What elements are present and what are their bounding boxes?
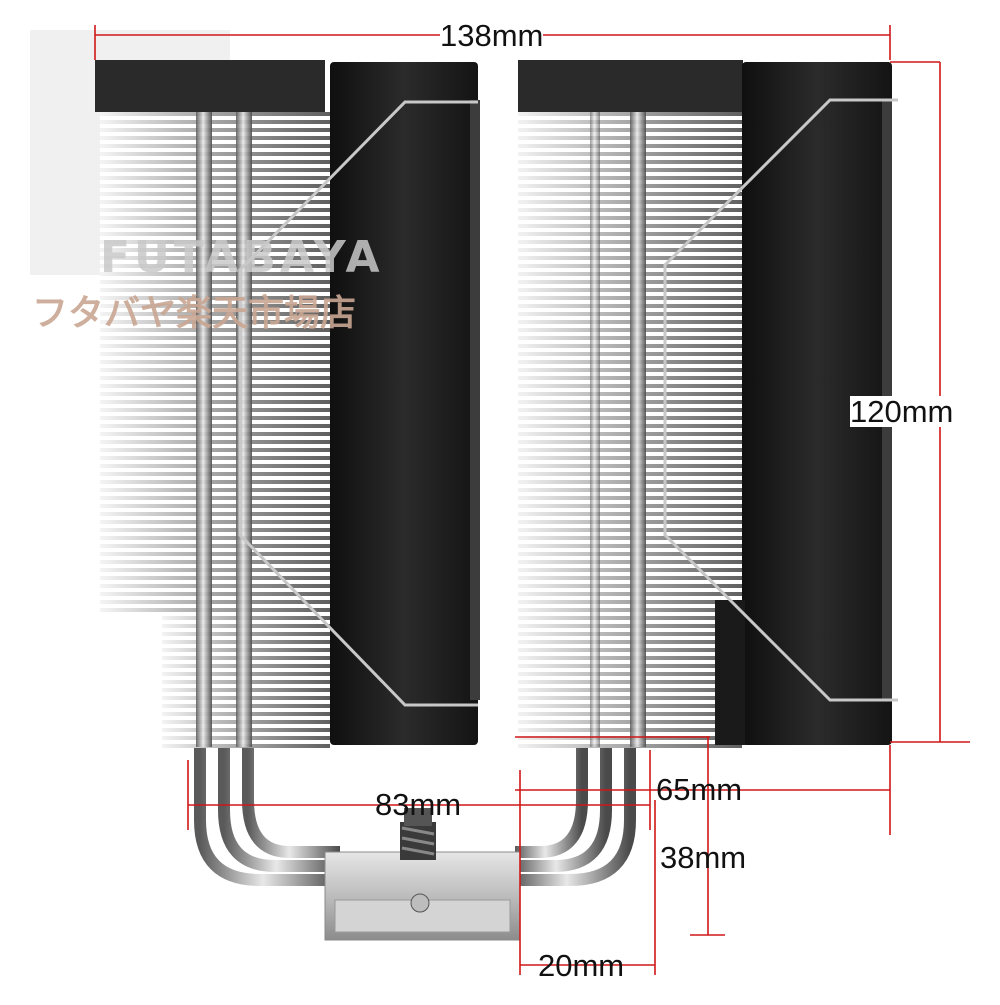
- heatsink-fin: [100, 600, 330, 604]
- cpu-base: [324, 808, 521, 941]
- heatsink-fin: [100, 112, 330, 116]
- heatsink-fin: [100, 336, 330, 340]
- heatsink-fin: [100, 136, 330, 140]
- left-fan-edge: [470, 100, 480, 700]
- heatsink-fin: [100, 560, 330, 564]
- heatsink-fin: [100, 208, 330, 212]
- heatsink-fin: [100, 224, 330, 228]
- heatsink-fin: [100, 360, 330, 364]
- heatsink-fin: [100, 440, 330, 444]
- heatsink-fin: [100, 256, 330, 260]
- heatsink-fin: [100, 408, 330, 412]
- dim-label-offset: 65mm: [656, 772, 743, 807]
- heatsink-fin: [100, 304, 330, 308]
- heatsink-fin: [100, 312, 330, 316]
- heatsink-fin: [100, 240, 330, 244]
- left-heatsink-fins: [100, 112, 330, 748]
- heatsink-fin: [100, 160, 330, 164]
- heatsink-fin: [100, 176, 330, 180]
- heatsink-fin: [100, 288, 330, 292]
- heatsink-fin: [100, 184, 330, 188]
- heatsink-fin: [100, 216, 330, 220]
- heatsink-fin: [100, 576, 330, 580]
- heatsink-fin: [100, 472, 330, 476]
- heatsink-fin: [100, 512, 330, 516]
- heatsink-fin: [100, 352, 330, 356]
- heatsink-fin: [100, 128, 330, 132]
- heatsink-fin: [100, 152, 330, 156]
- left-fan: [330, 62, 478, 745]
- left-fan-clip: [238, 100, 478, 707]
- heatsink-fin: [100, 248, 330, 252]
- dim-label-spacing: 83mm: [375, 787, 462, 822]
- heatsink-fin: [100, 272, 330, 276]
- heatsink-fin: [100, 144, 330, 148]
- heatsink-fin: [100, 392, 330, 396]
- left-pipe-column: [236, 112, 252, 747]
- dim-label-base-height: 38mm: [660, 840, 747, 875]
- heatsink-fin: [100, 368, 330, 372]
- right-pipe-column: [630, 112, 646, 747]
- heatsink-fin: [100, 448, 330, 452]
- heatsink-fin: [100, 416, 330, 420]
- heatsink-fin: [100, 296, 330, 300]
- right-fan-clip: [663, 98, 898, 702]
- watermark-block: [30, 30, 100, 275]
- right-pipe-column: [590, 112, 600, 747]
- right-top-cap: [518, 60, 743, 112]
- heatsink-fin: [100, 168, 330, 172]
- heatsink-fin: [100, 232, 330, 236]
- heatsink-fin: [100, 384, 330, 388]
- heatsink-fin: [100, 544, 330, 548]
- watermark-latin: FUTABAYA: [100, 232, 384, 283]
- heatsink-fin: [100, 264, 330, 268]
- heatsink-fin: [100, 120, 330, 124]
- heatsink-fin: [100, 432, 330, 436]
- heatsink-fin: [100, 320, 330, 324]
- heatsink-fin: [100, 520, 330, 524]
- heatsink-fin: [100, 592, 330, 596]
- heat-pipes: [194, 745, 636, 886]
- heatsink-fin: [100, 536, 330, 540]
- right-fan: [742, 62, 892, 745]
- dim-label-base-offset: 20mm: [538, 948, 625, 983]
- heatsink-fin: [100, 200, 330, 204]
- left-top-cap: [95, 60, 325, 112]
- heatsink-fin: [100, 192, 330, 196]
- heatsink-fin: [100, 376, 330, 380]
- heatsink-fin: [100, 552, 330, 556]
- dim-label-fan-height: 120mm: [850, 394, 954, 429]
- heatsink-fin: [100, 328, 330, 332]
- right-fan-lower: [715, 600, 745, 745]
- heatsink-fin: [100, 480, 330, 484]
- heatsink-fin: [100, 400, 330, 404]
- heatsink-fin: [100, 504, 330, 508]
- dim-label-width: 138mm: [440, 18, 544, 53]
- watermark-japanese: フタバヤ楽天市場店: [32, 293, 357, 334]
- heatsink-fin: [100, 456, 330, 460]
- heatsink-fin: [100, 584, 330, 588]
- heatsink-fin: [100, 528, 330, 532]
- heatsink-fin: [100, 488, 330, 492]
- heatsink-fin: [100, 568, 330, 572]
- left-pipe-column: [196, 112, 212, 747]
- heatsink-fin: [100, 424, 330, 428]
- heatsink-fin: [100, 496, 330, 500]
- heatsink-fin: [100, 608, 330, 612]
- heatsink-fin: [100, 344, 330, 348]
- heatsink-fin: [100, 464, 330, 468]
- heatsink-fin: [100, 280, 330, 284]
